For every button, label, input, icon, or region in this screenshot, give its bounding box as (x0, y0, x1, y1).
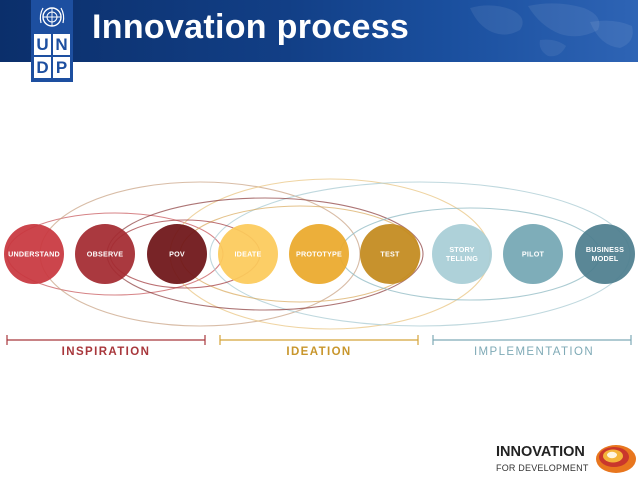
logo-letter-n: N (53, 34, 70, 55)
phase-brackets: INSPIRATION IDEATION IMPLEMENTATION (6, 335, 632, 358)
stage-circle (503, 224, 563, 284)
stage-label: TEST (380, 250, 400, 259)
phase-inspiration: INSPIRATION (6, 335, 206, 358)
stage-pov: POV (147, 224, 207, 284)
stage-circle (75, 224, 135, 284)
header-banner: Innovation process (0, 0, 638, 62)
stage-pilot: PILOT (503, 224, 563, 284)
stage-circle (575, 224, 635, 284)
footer-subtitle: FOR DEVELOPMENT (496, 463, 589, 473)
swirl-logo-icon (596, 445, 636, 473)
stage-label: BUSINESS (586, 245, 624, 254)
stage-label: PILOT (522, 250, 545, 259)
stage-test: TEST (360, 224, 420, 284)
stage-label: MODEL (592, 254, 619, 263)
stage-label: TELLING (446, 254, 478, 263)
phase-implementation: IMPLEMENTATION (432, 335, 632, 358)
stage-circle (289, 224, 349, 284)
footer-title: INNOVATION (496, 444, 585, 460)
logo-letter-d: D (34, 57, 51, 78)
stage-circle (4, 224, 64, 284)
stage-observe: OBSERVE (75, 224, 135, 284)
phase-label-inspiration: INSPIRATION (62, 346, 151, 358)
phase-label-implementation: IMPLEMENTATION (474, 346, 594, 358)
phase-label-ideation: IDEATION (286, 346, 351, 358)
stage-label: PROTOTYPE (296, 250, 342, 259)
stage-circle (147, 224, 207, 284)
stage-circle (432, 224, 492, 284)
page-title: Innovation process (92, 8, 410, 46)
stage-label: OBSERVE (87, 250, 123, 259)
world-map-decoration (470, 3, 633, 57)
logo-letter-u: U (34, 34, 51, 55)
logo-letter-p: P (53, 57, 70, 78)
innovation-process-diagram: UNDERSTAND OBSERVE POV IDEATE PROTOTYPE TEST S… (4, 178, 635, 358)
stage-label: STORY (449, 245, 474, 254)
stage-circle (218, 224, 278, 284)
innovation-for-development-logo: INNOVATION FOR DEVELOPMENT (496, 444, 638, 480)
stage-ideate: IDEATE (218, 224, 278, 284)
stage-label: UNDERSTAND (8, 250, 60, 259)
undp-logo: U N D P (31, 0, 73, 82)
stage-circles: UNDERSTAND OBSERVE POV IDEATE PROTOTYPE TEST S… (4, 224, 635, 284)
stage-label: IDEATE (234, 250, 261, 259)
stage-understand: UNDERSTAND (4, 224, 64, 284)
stage-prototype: PROTOTYPE (289, 224, 349, 284)
phase-ideation: IDEATION (219, 335, 419, 358)
stage-label: POV (169, 250, 185, 259)
stage-circle (360, 224, 420, 284)
un-emblem-icon (39, 7, 65, 27)
